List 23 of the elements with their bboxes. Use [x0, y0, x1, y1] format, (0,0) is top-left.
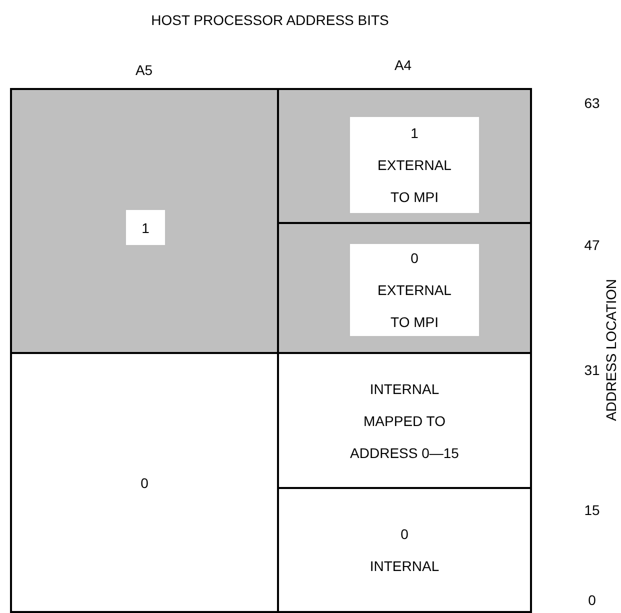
bit-label: A5: [135, 62, 153, 78]
region-label: 0: [410, 249, 418, 268]
region-label: 1: [410, 124, 418, 143]
address-region-cell: [10, 352, 279, 613]
bit-label: A4: [394, 57, 412, 73]
region-label: 0: [400, 525, 408, 544]
address-tick-label: 47: [584, 237, 600, 253]
axis-title: ADDRESS LOCATION: [604, 278, 618, 422]
address-tick-label: 15: [584, 502, 600, 518]
axis-title: HOST PROCESSOR ADDRESS BITS: [151, 12, 389, 28]
region-label: 0: [140, 474, 148, 492]
address-tick-label: 31: [584, 362, 600, 378]
region-label: EXTERNAL TO MPI: [376, 156, 452, 207]
address-tick-label: 63: [584, 95, 600, 111]
address-tick-label: 0: [588, 592, 596, 608]
address-region-cell: [277, 88, 532, 224]
region-label: INTERNAL: [370, 557, 440, 576]
region-label: EXTERNAL TO MPI: [376, 281, 452, 332]
address-region-cell: [277, 222, 532, 354]
address-region-cell: [277, 487, 532, 613]
address-region-cell: [10, 88, 279, 354]
region-label: 1: [142, 218, 150, 238]
region-label: INTERNAL MAPPED TO ADDRESS 0—15: [350, 380, 460, 462]
